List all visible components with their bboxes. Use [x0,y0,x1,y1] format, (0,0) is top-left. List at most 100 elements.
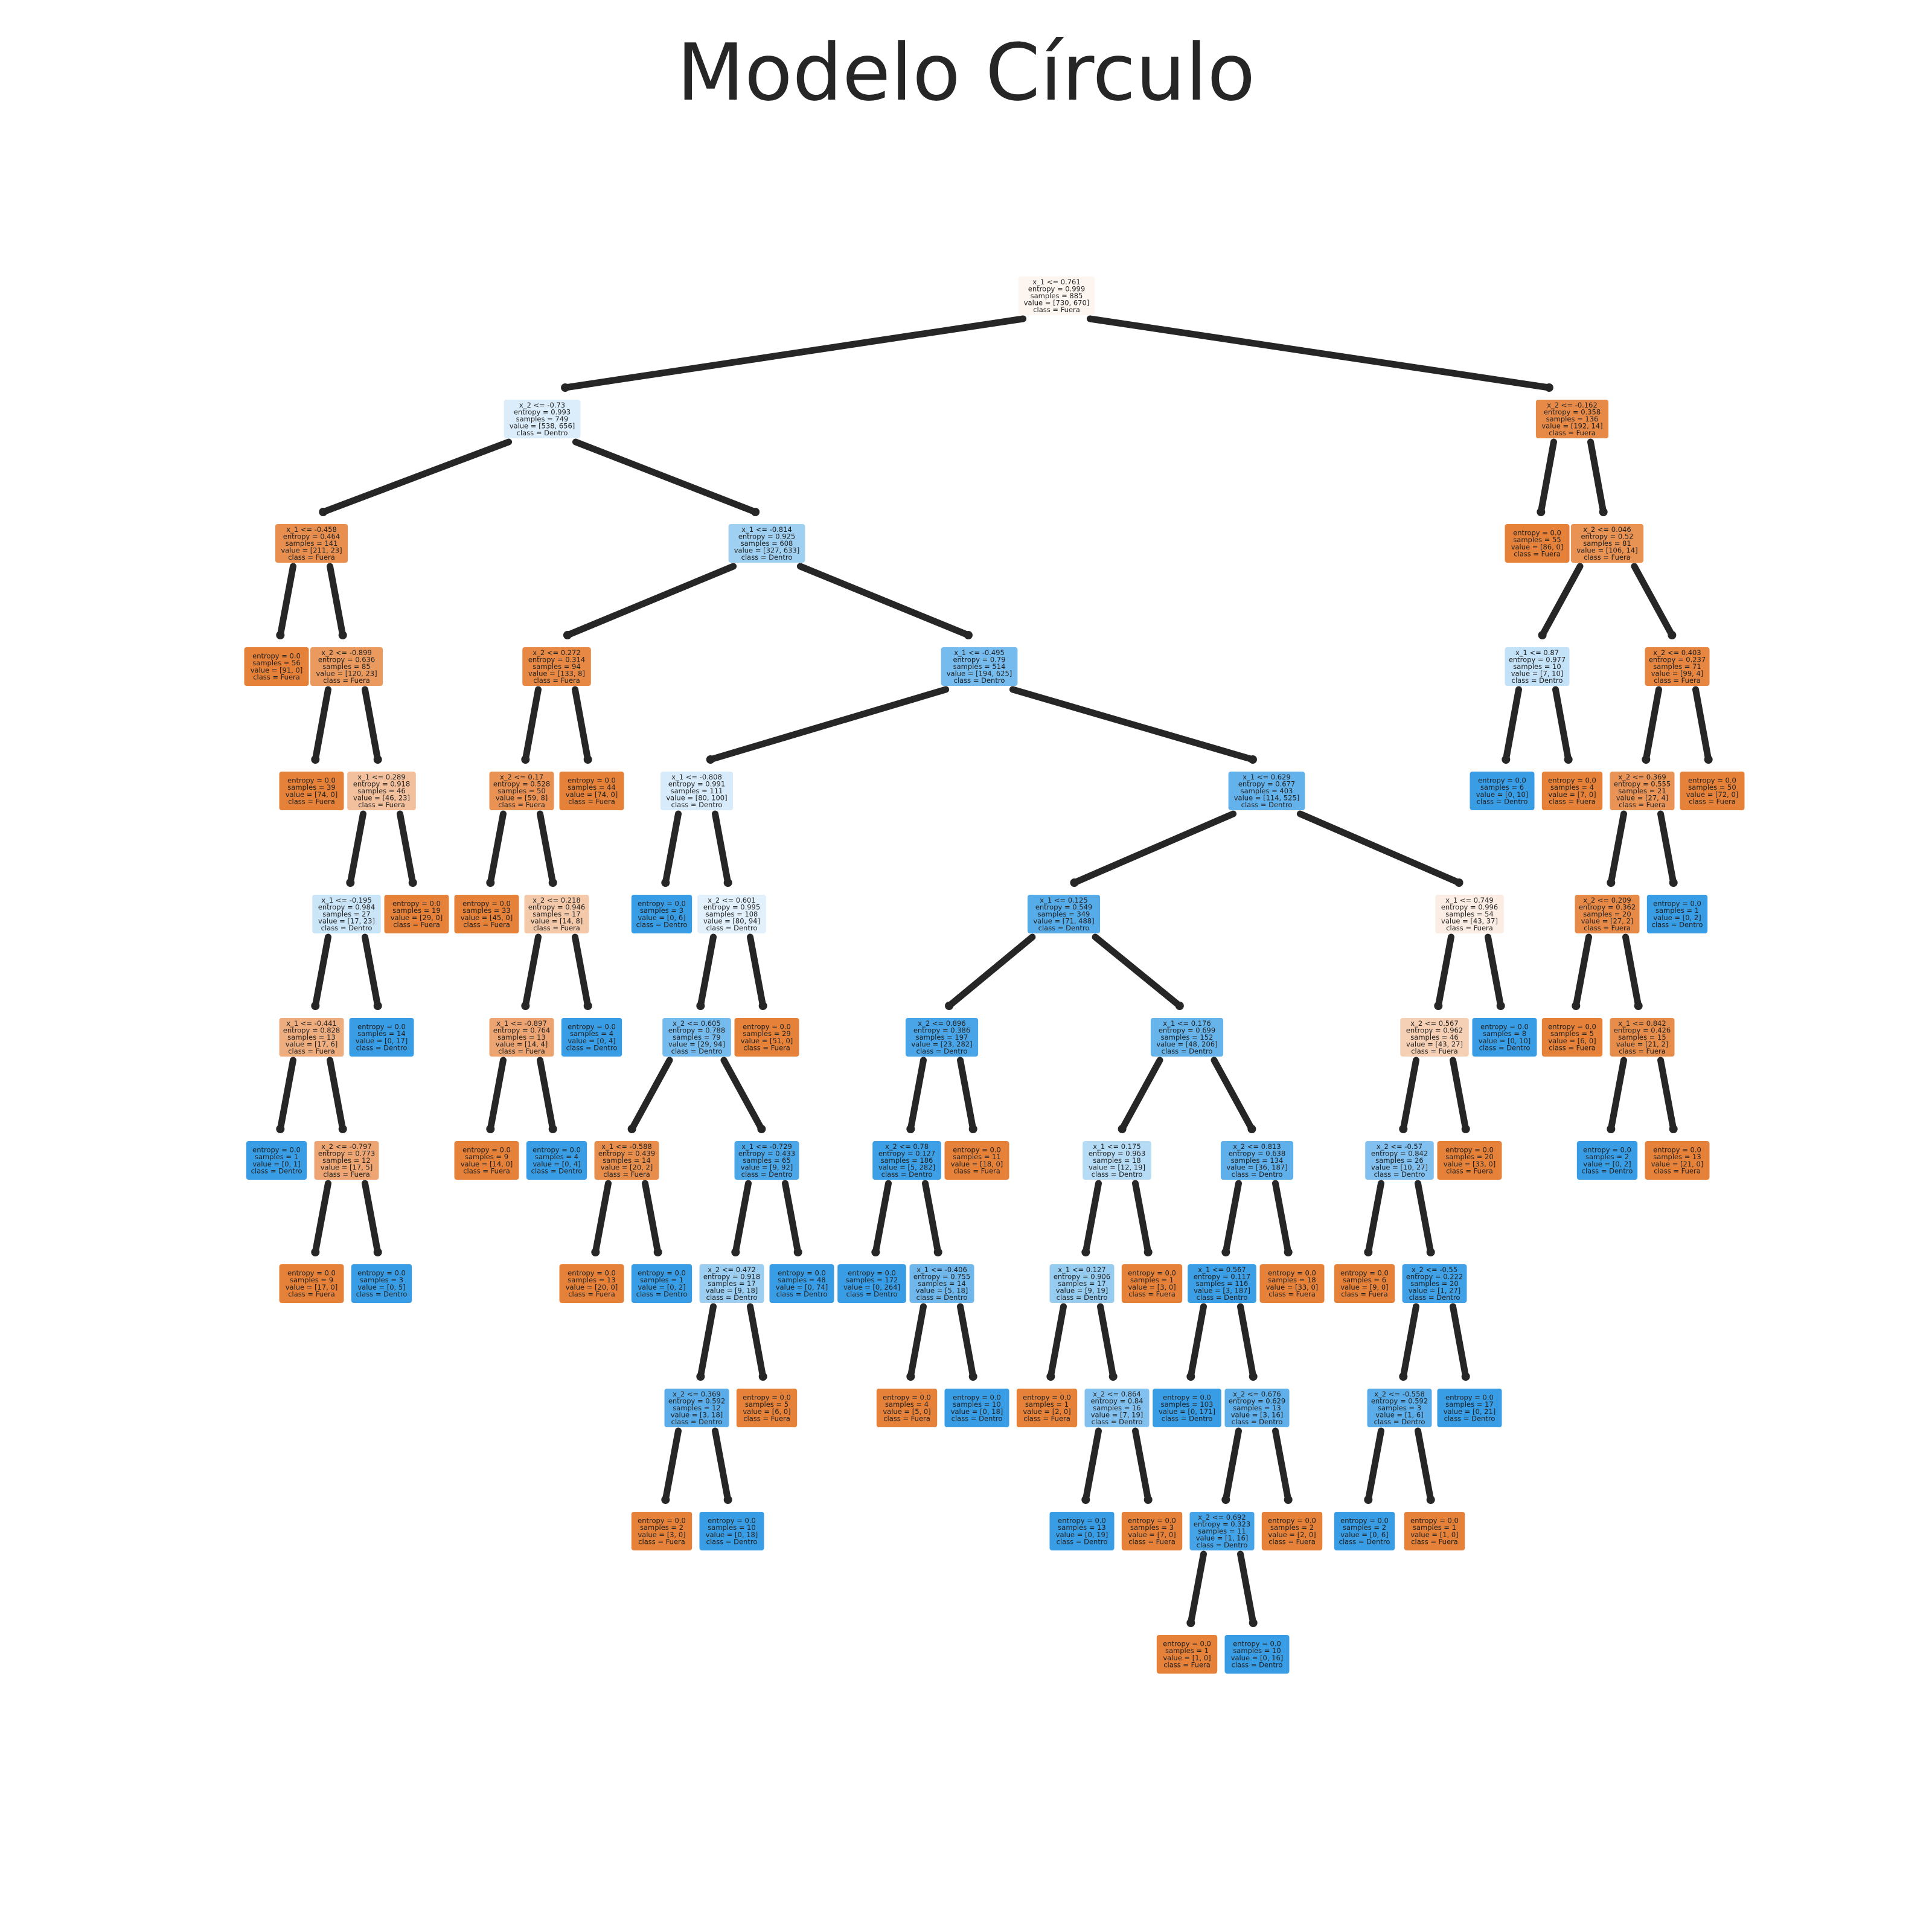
node-label-line: class = Fuera [288,553,335,561]
edge-arrowhead [1175,1002,1184,1010]
node-label-line: entropy = 0.0 [1410,1517,1459,1525]
edge-arrowhead [311,755,320,764]
edge-n43-n46 [1092,933,1183,1009]
node-label-line: class = Dentro [846,1290,898,1298]
node-label-line: x_2 <= 0.864 [1093,1390,1140,1398]
edge-n17-n20 [572,686,592,763]
node-label-line: entropy = 0.0 [1548,776,1596,785]
edge-n58-n59 [1082,1427,1102,1503]
edge-arrowhead [583,1002,592,1010]
node-label-line: value = [17, 23] [318,917,375,926]
node-box [1437,1141,1502,1180]
node-label-line: entropy = 0.0 [1340,1517,1389,1525]
edge-n80-n81 [1539,563,1584,639]
node-label-line: value = [0, 2] [1583,1160,1631,1168]
node-label-line: x_2 <= 0.472 [708,1265,755,1274]
edge-arrowhead [731,1248,740,1256]
node-label-line: x_2 <= 0.813 [1233,1142,1281,1151]
node-label-line: value = [21, 0] [1651,1160,1704,1168]
node-label-line: entropy = 0.677 [1238,779,1295,788]
edge-n74-n75 [1399,1303,1419,1380]
node-label-line: value = [0, 5] [357,1283,405,1291]
edge-n27-n30 [712,810,732,886]
edge-n33-n36 [642,1180,662,1256]
node-label-line: entropy = 0.0 [392,900,441,908]
node-label-line: class = Fuera [498,1047,545,1055]
edge-arrowhead [871,1248,880,1256]
node-label-line: samples = 81 [1583,539,1631,548]
edge-arrowhead [583,755,592,764]
edge-n45-n47 [907,1057,927,1133]
node-label-line: entropy = 0.699 [1159,1026,1215,1034]
node-label-line: class = Dentro [706,924,758,932]
node-label-line: entropy = 0.638 [1229,1149,1285,1157]
node-label-line: value = [14, 4] [496,1040,548,1049]
edge-arrowhead [1081,1248,1090,1256]
node-label-line: samples = 12 [322,1156,370,1165]
node-box [1400,1018,1469,1057]
edge-n3-n6 [327,563,347,639]
edge-n54-n61 [1222,1180,1242,1256]
node-label-line: entropy = 0.906 [1054,1272,1110,1281]
edge-n11-n14 [327,1057,347,1133]
node-label-line: entropy = 0.0 [357,1269,406,1278]
edge-arrowhead [1461,1372,1470,1381]
node-box [1576,1141,1638,1180]
node-label-line: entropy = 0.0 [883,1393,931,1402]
node-box [728,524,805,563]
edge-arrowhead [696,1372,705,1381]
node-label-line: entropy = 0.439 [598,1149,655,1157]
node-label-line: value = [327, 633] [734,546,800,555]
edge-n19-n22 [537,810,557,886]
node-label-line: entropy = 0.0 [1688,776,1736,785]
edge-n44-n69 [1435,933,1454,1009]
node-label-line: x_1 <= 0.761 [1032,278,1080,286]
node-label-line: samples = 3 [360,1276,403,1284]
node-box [1646,895,1708,933]
edge-n18-n28 [1009,686,1256,763]
node-label-line: class = Fuera [253,673,300,681]
edge-n3-n5 [277,563,296,639]
node-label-line: samples = 349 [1038,910,1090,918]
node-label-line: samples = 39 [287,783,335,792]
node-label-line: x_2 <= -0.899 [321,648,372,657]
node-label-line: samples = 17 [708,1279,755,1288]
node-box [1610,1018,1675,1057]
node-label-line: value = [0, 1] [252,1160,300,1168]
node-box [1470,772,1535,810]
node-box [1435,895,1504,933]
node-label-line: x_2 <= 0.046 [1583,525,1631,534]
node-label-line: samples = 94 [533,662,580,671]
node-label-line: x_2 <= 0.272 [533,648,580,657]
node-label-line: class = Fuera [288,1290,335,1298]
edge-arrowhead [486,878,495,887]
node-box [1189,1512,1255,1550]
node-box [275,524,348,563]
node-box [1261,1512,1323,1550]
edge-n65-n68 [1237,1550,1257,1627]
node-box [310,647,383,686]
node-label-line: class = Fuera [1584,553,1631,561]
node-label-line: class = Dentro [741,553,793,561]
edge-n82-n85 [1642,686,1662,763]
edge-arrowhead [968,1372,977,1381]
edge-arrowhead [627,1125,636,1133]
node-label-line: entropy = 0.0 [953,1393,1001,1402]
